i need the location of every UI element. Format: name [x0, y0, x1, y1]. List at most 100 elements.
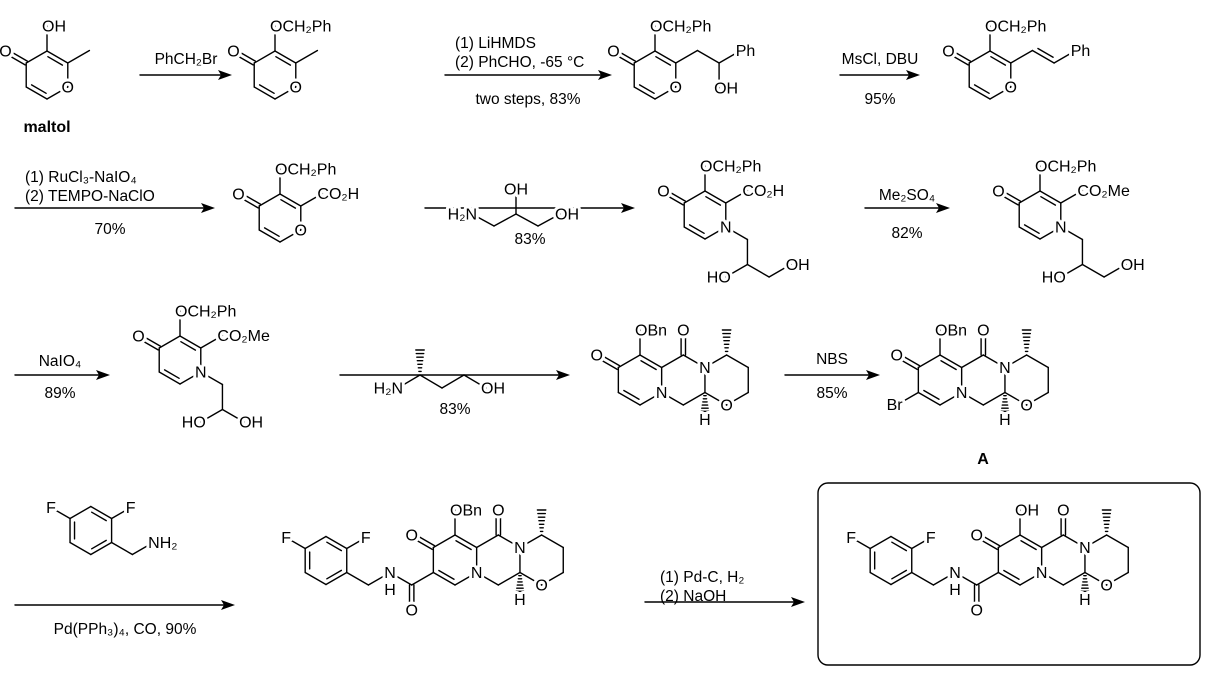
aldol-adduct-bond [633, 50, 656, 64]
pyridinone-ester-diol-bond [1060, 226, 1084, 241]
atom-label-oh: OH [714, 81, 738, 98]
benzyl-maltol-bond [253, 50, 276, 64]
benzyl-protected-amide-bond [432, 571, 456, 586]
tricycle-obn-bond [617, 391, 641, 406]
ring-heteroatom-n: N [195, 365, 207, 382]
atom-label-f: F [926, 530, 936, 547]
atom-label-h: H [999, 412, 1011, 429]
benzyl-protected-amide-double-bond [438, 569, 455, 580]
tricycle-obn-bond [725, 354, 749, 369]
arrowhead-icon [866, 370, 880, 380]
tricycle-obn-double-bond [623, 389, 640, 400]
reagent-text: Me₂SO₄ [879, 187, 935, 204]
maltol-bond [25, 50, 48, 64]
atom-label-ph: Ph [1071, 43, 1091, 60]
atom-label-oh: OH [42, 19, 66, 36]
aldehyde-hydrate-carbonyl-bond [136, 337, 159, 351]
styryl-pyrone-bond [1010, 49, 1034, 64]
arrowhead-icon [936, 203, 950, 213]
reagent-text: two steps, 83% [475, 91, 580, 108]
atom-label-n: N [514, 540, 526, 557]
pyridinone-acid-double-bond [688, 224, 705, 235]
aldehyde-hydrate-bond [200, 371, 224, 386]
benzyl-protected-amide-bond [367, 571, 391, 586]
styryl-pyrone-bond [1031, 49, 1055, 64]
atom-label-och2ph: OCH₂Ph [175, 304, 236, 321]
atom-label-co2me: CO₂Me [217, 328, 270, 345]
benzyl-protected-amide-double-bond [326, 569, 343, 580]
tricycle-obn-bond [639, 391, 663, 406]
aldehyde-hydrate-double-bond [180, 340, 197, 351]
atom-label-o: O [977, 323, 989, 340]
atom-label-o: O [970, 603, 982, 620]
aldol-adduct-bond [633, 86, 656, 100]
pyridinone-acid-bond [746, 263, 770, 278]
pyridinone-acid-double-bond [705, 195, 722, 206]
pyridinone-acid-bond [725, 263, 749, 278]
atom-label-f: F [846, 530, 856, 547]
pyridinone-ester-diol-carbonyl-bond [998, 188, 1022, 202]
arrowhead-icon [791, 597, 805, 607]
aldol-adduct-double-bond [655, 55, 672, 66]
pyrone-acid-bond [279, 193, 302, 207]
tricycle-obn-bond [660, 391, 685, 406]
styryl-pyrone-bond [968, 50, 991, 64]
tricycle-obn-bond [704, 391, 728, 406]
bromide-A-double-bond [923, 389, 940, 400]
atom-label-ho: HO [182, 415, 206, 432]
benzyl-maltol-double-bond [275, 55, 292, 66]
amino-diol-reagent-bond [493, 213, 517, 227]
difluorobenzylamine-double-bond [90, 539, 107, 550]
dolutegravir-bond [1062, 534, 1086, 549]
aldehyde-hydrate-bond [200, 334, 224, 349]
atom-label-och2ph: OCH₂Ph [1035, 159, 1096, 176]
atom-label-n: N [956, 385, 968, 402]
aldol-adduct-bond [654, 86, 677, 100]
pyridinone-acid-bond [683, 226, 706, 240]
difluorobenzylamine-bond [90, 505, 113, 520]
benzyl-protected-amide-bond [475, 571, 500, 586]
reagent-text: 89% [44, 385, 75, 402]
dolutegravir-bond [911, 536, 932, 550]
atom-label-h: H [949, 582, 961, 599]
arrowhead-icon [621, 203, 635, 213]
pyrone-acid-double-bond [263, 227, 280, 238]
atom-label-o: O [657, 184, 669, 201]
difluorobenzylamine-bond [69, 541, 92, 556]
benzyl-maltol-bond [274, 86, 297, 100]
difluorobenzylamine-bond [69, 505, 92, 520]
reagent-text: (2) TEMPO-NaClO [25, 188, 155, 205]
atom-label-h: H [514, 592, 526, 609]
aldehyde-hydrate-bond [200, 408, 224, 423]
bromide-A-bond [982, 354, 1006, 369]
bromide-A-bond [896, 391, 920, 406]
dolutegravir-bond [1084, 534, 1108, 549]
difluorobenzylamine-bond [90, 541, 113, 556]
aldol-adduct-carbonyl-bond [613, 48, 637, 62]
amino-diol-reagent-bond [471, 213, 495, 227]
amino-alcohol-reagent-bond [441, 374, 465, 389]
atom-label-o: O [232, 187, 244, 204]
pyrone-acid-bond [258, 229, 281, 243]
atom-label-obn: OBn [450, 503, 482, 520]
reagent-text: 95% [864, 91, 895, 108]
pyridinone-ester-diol-carbonyl-bond [996, 192, 1019, 206]
reagent-text: (2) NaOH [660, 588, 726, 605]
benzyl-protected-amide-bond [325, 571, 348, 586]
atom-label-o: O [970, 528, 982, 545]
pyridinone-ester-diol-bond [1039, 226, 1062, 240]
atom-label-o: O [535, 578, 547, 595]
aldol-adduct-double-bond [638, 84, 655, 95]
atom-label-o: O [132, 329, 144, 346]
dolutegravir-double-bond [1003, 569, 1020, 580]
atom-label-obn: OBn [935, 323, 967, 340]
bromide-A-bond [982, 391, 1006, 406]
atom-label-f: F [126, 500, 136, 517]
atom-label-n: N [1079, 540, 1091, 557]
compound-name-maltol: maltol [23, 119, 70, 136]
atom-label-o: O [405, 603, 417, 620]
atom-label-o: O [1020, 398, 1032, 415]
amino-alcohol-reagent-bond [463, 374, 487, 389]
benzyl-protected-amide-double-bond [326, 541, 343, 552]
